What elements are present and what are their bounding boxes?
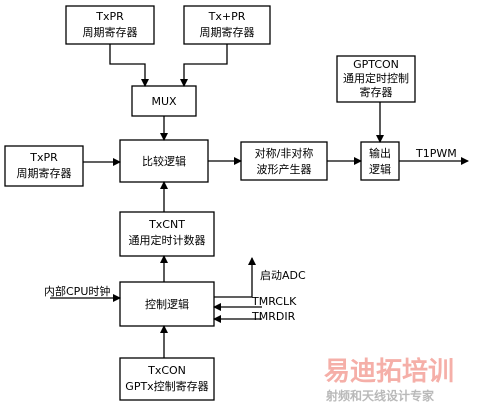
block-label-line: 寄存器 — [360, 85, 393, 99]
block-label-line: Tx+PR — [208, 10, 246, 23]
block-label-line: MUX — [151, 95, 177, 108]
connector-wires — [50, 44, 469, 358]
wire-txpr-to-mux — [109, 44, 149, 87]
block-label-line: 周期寄存器 — [200, 25, 255, 39]
watermark-main: 易迪拓培训 — [324, 357, 454, 387]
block-txcnt: TxCNT 通用定时计数器 — [119, 211, 215, 257]
block-mux: MUX — [131, 85, 197, 117]
block-label-line: TxPR — [29, 151, 58, 164]
block-txcon: TxCON GPTx控制寄存器 — [119, 357, 215, 401]
block-label-line: 比较逻辑 — [142, 154, 186, 168]
block-txpr-left: TxPR 周期寄存器 — [4, 145, 84, 187]
block-waveform-generator: 对称/非对称 波形产生器 — [240, 141, 328, 181]
watermark: 易迪拓培训 射频和天线设计专家 — [324, 357, 454, 403]
signal-label-tmrdir: TMRDIR — [251, 310, 296, 323]
block-control-logic: 控制逻辑 — [119, 281, 215, 327]
block-label-line: TxCON — [147, 364, 186, 377]
block-label-line: 周期寄存器 — [17, 166, 72, 180]
block-label-line: 输出 — [369, 146, 391, 160]
block-label-line: 通用定时计数器 — [129, 233, 206, 247]
block-label-line: 周期寄存器 — [83, 25, 138, 39]
block-txpr-shadow: Tx+PR 周期寄存器 — [183, 5, 271, 45]
block-label-line: GPTx控制寄存器 — [125, 379, 208, 393]
block-output-logic: 输出 逻辑 — [360, 141, 400, 181]
signal-label-tmrclk: TMRCLK — [251, 295, 297, 308]
wire-txpr-shadow-to-mux — [180, 44, 228, 87]
block-label-line: 逻辑 — [369, 162, 391, 176]
block-label-line: 通用定时控制 — [343, 71, 409, 85]
wire-control-to-start-adc — [214, 257, 256, 298]
watermark-sub: 射频和天线设计专家 — [325, 388, 435, 403]
signal-label-start-adc: 启动ADC — [260, 269, 306, 282]
block-txpr-top: TxPR 周期寄存器 — [65, 5, 155, 45]
block-label-line: GPTCON — [353, 58, 399, 71]
block-label-line: 波形产生器 — [257, 162, 312, 176]
block-compare-logic: 比较逻辑 — [119, 139, 209, 183]
block-label-line: 控制逻辑 — [145, 297, 189, 311]
signal-label-t1pwm: T1PWM — [415, 147, 457, 160]
block-label-line: TxPR — [95, 10, 124, 23]
block-label-line: 对称/非对称 — [255, 146, 314, 160]
block-gptcon: GPTCON 通用定时控制 寄存器 — [336, 55, 416, 103]
block-label-line: TxCNT — [148, 218, 185, 231]
signal-label-internal-clock: 内部CPU时钟 — [44, 284, 110, 298]
